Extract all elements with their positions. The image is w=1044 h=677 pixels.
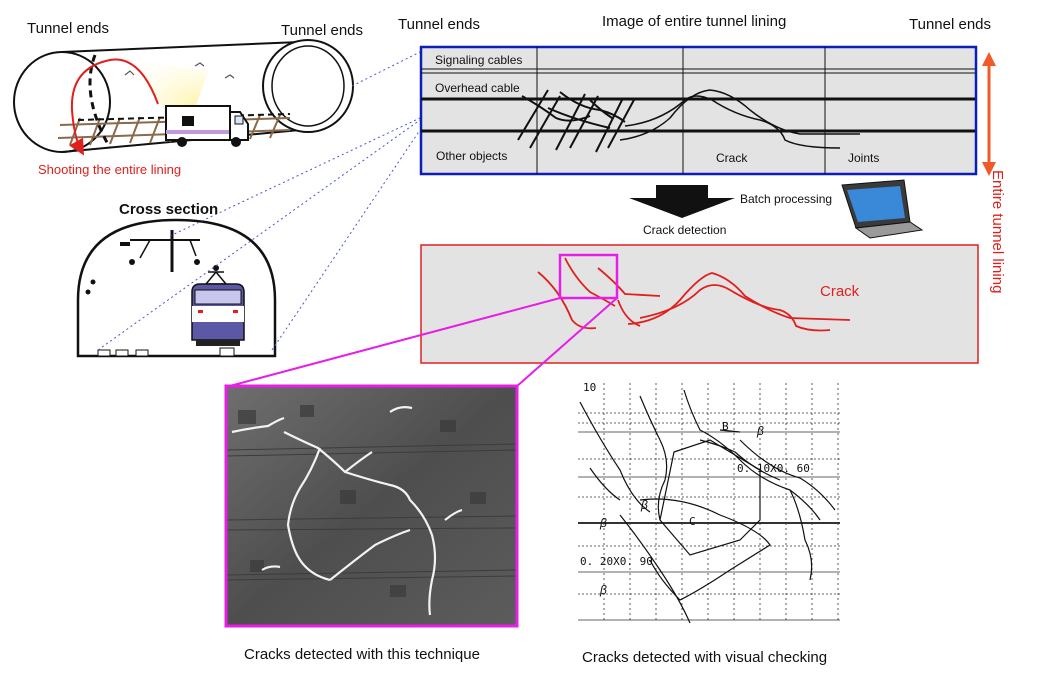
other-objects-label: Other objects [436, 149, 508, 163]
batch-processing-label: Batch processing [740, 192, 833, 206]
train [191, 283, 245, 346]
tunnel-ends-label-2: Tunnel ends [281, 22, 364, 39]
tunnel-ends-label-1: Tunnel ends [27, 20, 110, 37]
projection-lines [97, 51, 421, 351]
drawing-c-mark: C [689, 515, 696, 528]
caption-visual: Cracks detected with visual checking [582, 649, 828, 666]
joints-label: Joints [848, 151, 880, 165]
lining-image-title: Image of entire tunnel lining [602, 13, 787, 30]
drawing-beta-1: β [757, 424, 764, 438]
tunnel-ends-label-3: Tunnel ends [398, 16, 481, 33]
lining-image-panel [419, 45, 978, 176]
overhead-cable-label: Overhead cable [435, 81, 520, 95]
drawing-beta-3: β [600, 516, 607, 530]
crack-red-label: Crack [820, 283, 860, 300]
lining-photo [224, 384, 519, 628]
drawing-b-mark: B [722, 420, 729, 433]
tunnel-ends-label-4: Tunnel ends [909, 16, 992, 33]
drawing-size-2: 0. 20X0. 90 [580, 555, 653, 568]
crack-result-panel [420, 244, 979, 364]
entire-lining-arrow [982, 52, 996, 176]
cross-section-title: Cross section [119, 201, 219, 218]
drawing-beta-4: β [600, 583, 607, 597]
cross-section-illustration [76, 218, 277, 358]
drawing-number: 10 [583, 381, 597, 394]
crack-detection-label: Crack detection [643, 223, 727, 237]
crack-label: Crack [716, 151, 748, 165]
signaling-cables-label: Signaling cables [435, 53, 523, 67]
process-arrow [629, 185, 735, 218]
caption-technique: Cracks detected with this technique [244, 646, 480, 663]
inspection-drawing [578, 383, 840, 624]
inspection-truck [165, 105, 249, 147]
drawing-beta-2: β [641, 498, 648, 512]
zoom-connectors [225, 297, 618, 388]
laptop-icon [841, 179, 924, 239]
entire-lining-label: Entire tunnel lining [989, 170, 1006, 294]
drawing-size-1: 0. 10X0. 60 [737, 462, 810, 475]
shooting-label: Shooting the entire lining [38, 162, 182, 177]
tunnel-illustration [13, 39, 354, 156]
